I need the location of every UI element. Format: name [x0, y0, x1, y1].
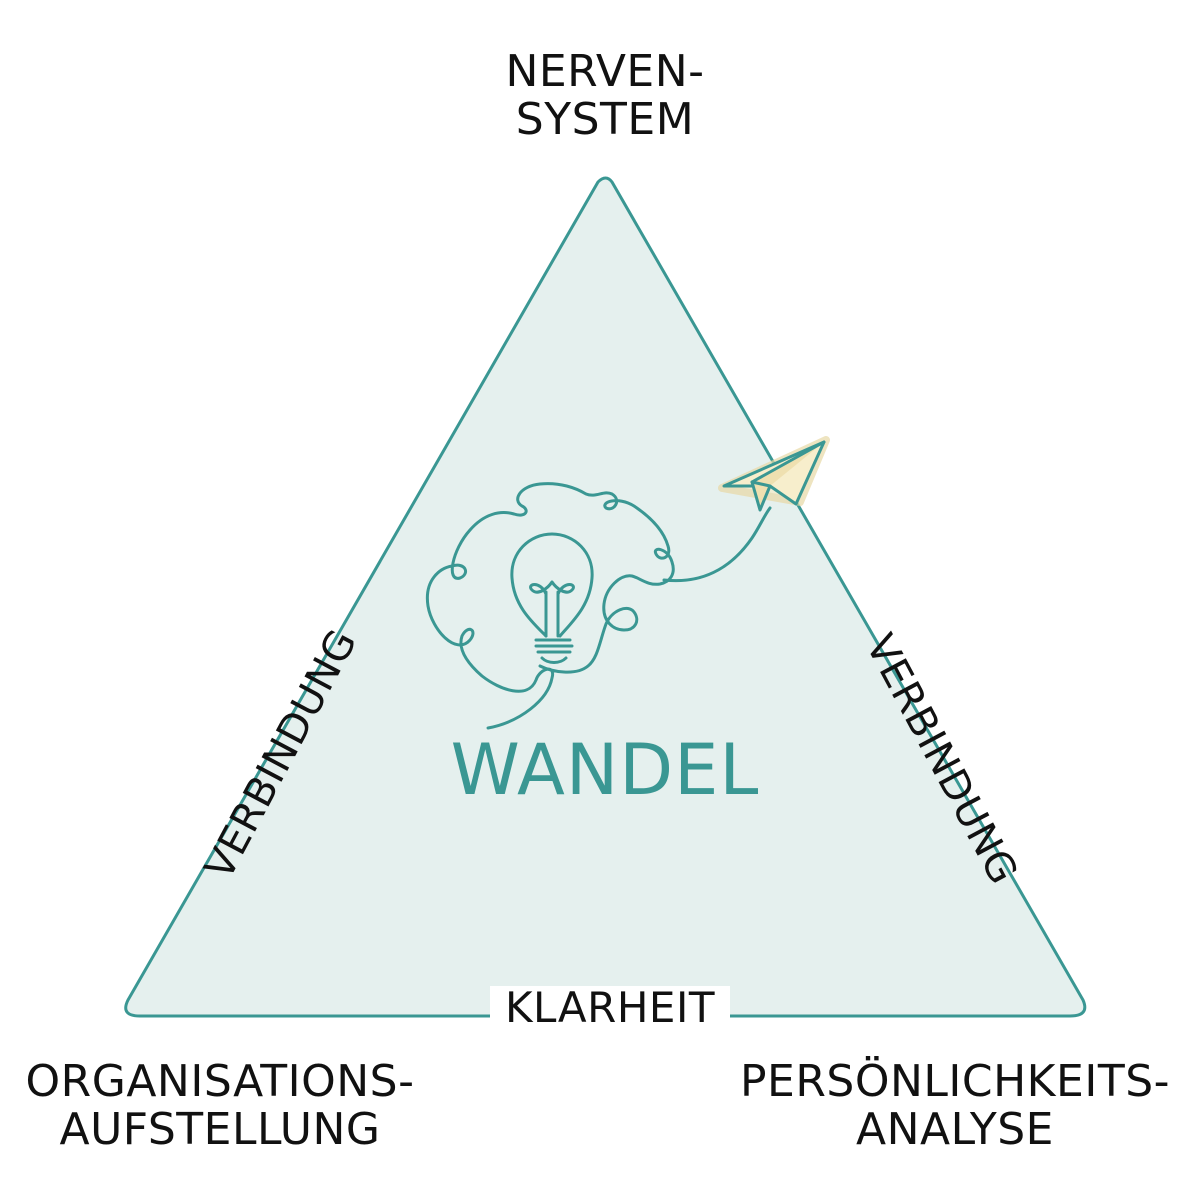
corner-label-top-line2: SYSTEM [515, 94, 695, 145]
corner-label-bottom-right-line1: PERSÖNLICHKEITS- [740, 1056, 1170, 1107]
paper-plane-icon [718, 436, 830, 512]
corner-label-bottom-right-line2: ANALYSE [856, 1104, 1054, 1155]
corner-label-bottom-left-line1: ORGANISATIONS- [25, 1056, 415, 1107]
edge-label-bottom: KLARHEIT [490, 986, 730, 1030]
center-title: WANDEL [450, 729, 760, 811]
corner-label-top-line1: NERVEN- [505, 46, 705, 97]
lightbulb-brain-icon [425, 482, 772, 730]
corner-label-bottom-right: PERSÖNLICHKEITS- ANALYSE [730, 1058, 1180, 1154]
corner-label-bottom-left-line2: AUFSTELLUNG [59, 1104, 381, 1155]
corner-label-top: NERVEN- SYSTEM [450, 48, 760, 144]
corner-label-bottom-left: ORGANISATIONS- AUFSTELLUNG [10, 1058, 430, 1154]
